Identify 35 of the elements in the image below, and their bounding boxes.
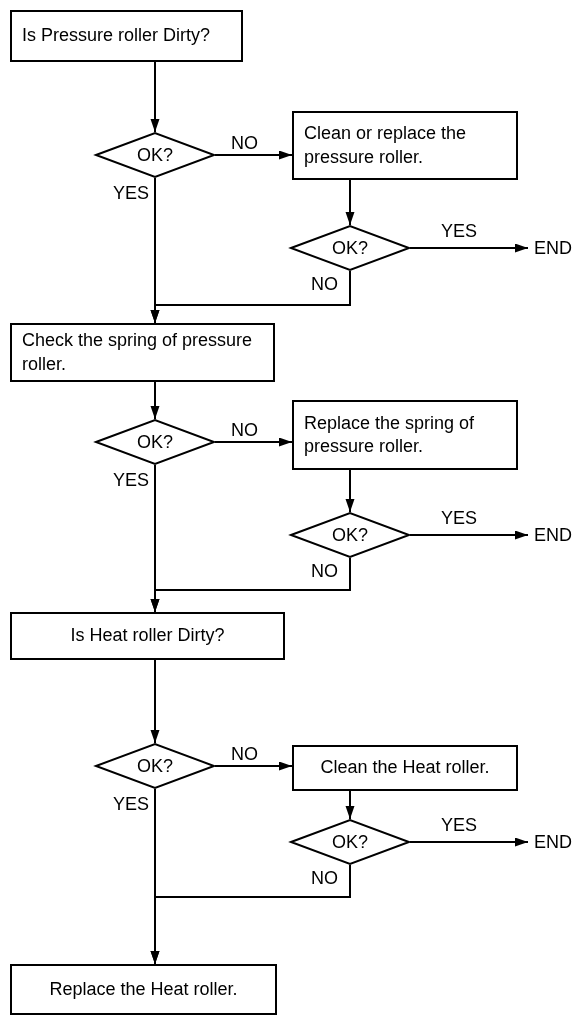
decision-text: OK? xyxy=(332,237,368,259)
arrow xyxy=(345,179,355,226)
box-text: Replace the Heat roller. xyxy=(49,977,238,1001)
arrow xyxy=(409,837,529,847)
arrow xyxy=(214,761,293,771)
arrow xyxy=(345,790,355,820)
process-box xyxy=(10,10,243,62)
end-label: END xyxy=(533,831,572,853)
process-box xyxy=(10,964,277,1015)
decision-text: OK? xyxy=(137,755,173,777)
process-box xyxy=(292,745,518,791)
arrow xyxy=(409,530,529,540)
box-text: Check the spring of pressure roller. xyxy=(22,329,254,376)
decision-text: OK? xyxy=(332,831,368,853)
arrow xyxy=(345,469,355,513)
process-box xyxy=(292,111,518,180)
box-text: Clean or replace the pressure roller. xyxy=(304,122,468,169)
arrow xyxy=(150,381,160,420)
process-box xyxy=(10,612,285,660)
box-text: Is Pressure roller Dirty? xyxy=(22,24,211,48)
arrow xyxy=(409,243,529,253)
process-box xyxy=(292,400,518,470)
arrow xyxy=(214,150,293,160)
process-box xyxy=(10,323,275,382)
end-label: END xyxy=(533,237,572,259)
arrow xyxy=(214,437,293,447)
decision-text: OK? xyxy=(137,144,173,166)
end-label: END xyxy=(533,524,572,546)
decision-text: OK? xyxy=(332,524,368,546)
arrow xyxy=(150,659,160,744)
box-text: Replace the spring of pressure roller. xyxy=(304,411,476,458)
decision-text: OK? xyxy=(137,431,173,453)
box-text: Is Heat roller Dirty? xyxy=(70,624,225,648)
box-text: Clean the Heat roller. xyxy=(320,756,490,780)
arrow xyxy=(150,61,160,133)
